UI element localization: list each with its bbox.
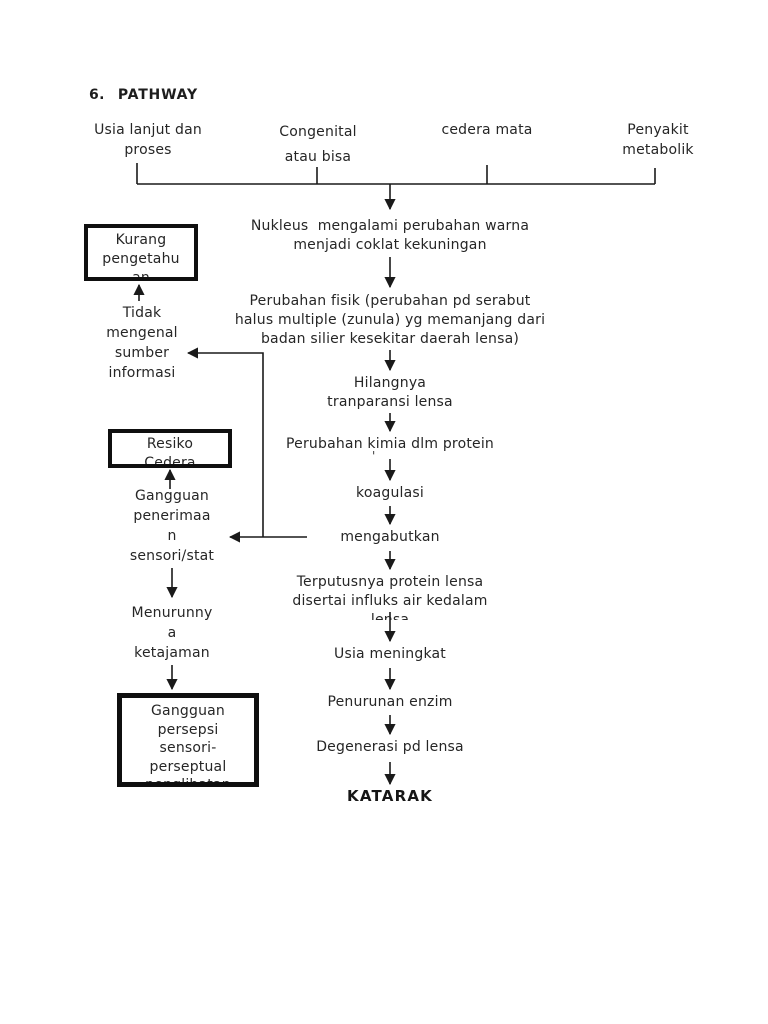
cause-cedera-mata: cedera mata (441, 122, 533, 138)
cause-congenital: Congenital atau bisa (279, 124, 357, 165)
box-gangguan-persepsi: Gangguan persepsi sensori- perseptual pe… (117, 693, 259, 787)
heading-title: PATHWAY (117, 87, 198, 103)
stray-mark: ' (372, 449, 376, 463)
box-gangguan-persepsi-label: Gangguan persepsi sensori- perseptual pe… (145, 703, 231, 787)
box-kurang-pengetahuan: Kurang pengetahu an (84, 224, 198, 281)
flow-node-penurunan-enzim: Penurunan enzim (327, 694, 453, 710)
text-gangguan-penerimaan: Gangguan penerimaa n sensori/stat (129, 488, 215, 564)
causes-bracket-line (136, 163, 656, 185)
flow-node-perubahan-fisik: Perubahan fisik (perubahan pd serabut ha… (234, 293, 546, 347)
flow-node-perubahan-kimia: Perubahan kimia dlm protein (285, 436, 495, 452)
flow-node-usia-meningkat: Usia meningkat (334, 646, 446, 662)
pathway-heading: 6. PATHWAY (89, 87, 198, 103)
box-resiko-cedera-label: Resiko Cedera (144, 436, 196, 468)
box-kurang-pengetahuan-label: Kurang pengetahu an (102, 232, 180, 281)
connector-to-sumber-informasi (186, 347, 264, 537)
flow-node-degenerasi-lensa: Degenerasi pd lensa (316, 739, 464, 755)
flow-node-katarak: KATARAK (347, 787, 433, 805)
heading-number: 6. (89, 87, 105, 103)
flow-node-mengabutkan: mengabutkan (340, 529, 440, 545)
cause-usia-lanjut: Usia lanjut dan proses (94, 122, 202, 158)
text-menurunnya-ketajaman: Menurunny a ketajaman (131, 605, 213, 661)
flow-node-terputusnya-protein: Terputusnya protein lensa disertai influ… (292, 574, 488, 620)
cause-penyakit-metabolik: Penyakit metabolik (622, 122, 694, 158)
flow-node-koagulasi: koagulasi (356, 485, 424, 501)
flow-node-nukleus: Nukleus mengalami perubahan warna menjad… (250, 218, 530, 253)
flow-node-hilangnya-transparansi: Hilangnya tranparansi lensa (327, 375, 453, 410)
text-tidak-mengenal-sumber: Tidak mengenal sumber informasi (106, 305, 178, 381)
box-resiko-cedera: Resiko Cedera (108, 429, 232, 468)
